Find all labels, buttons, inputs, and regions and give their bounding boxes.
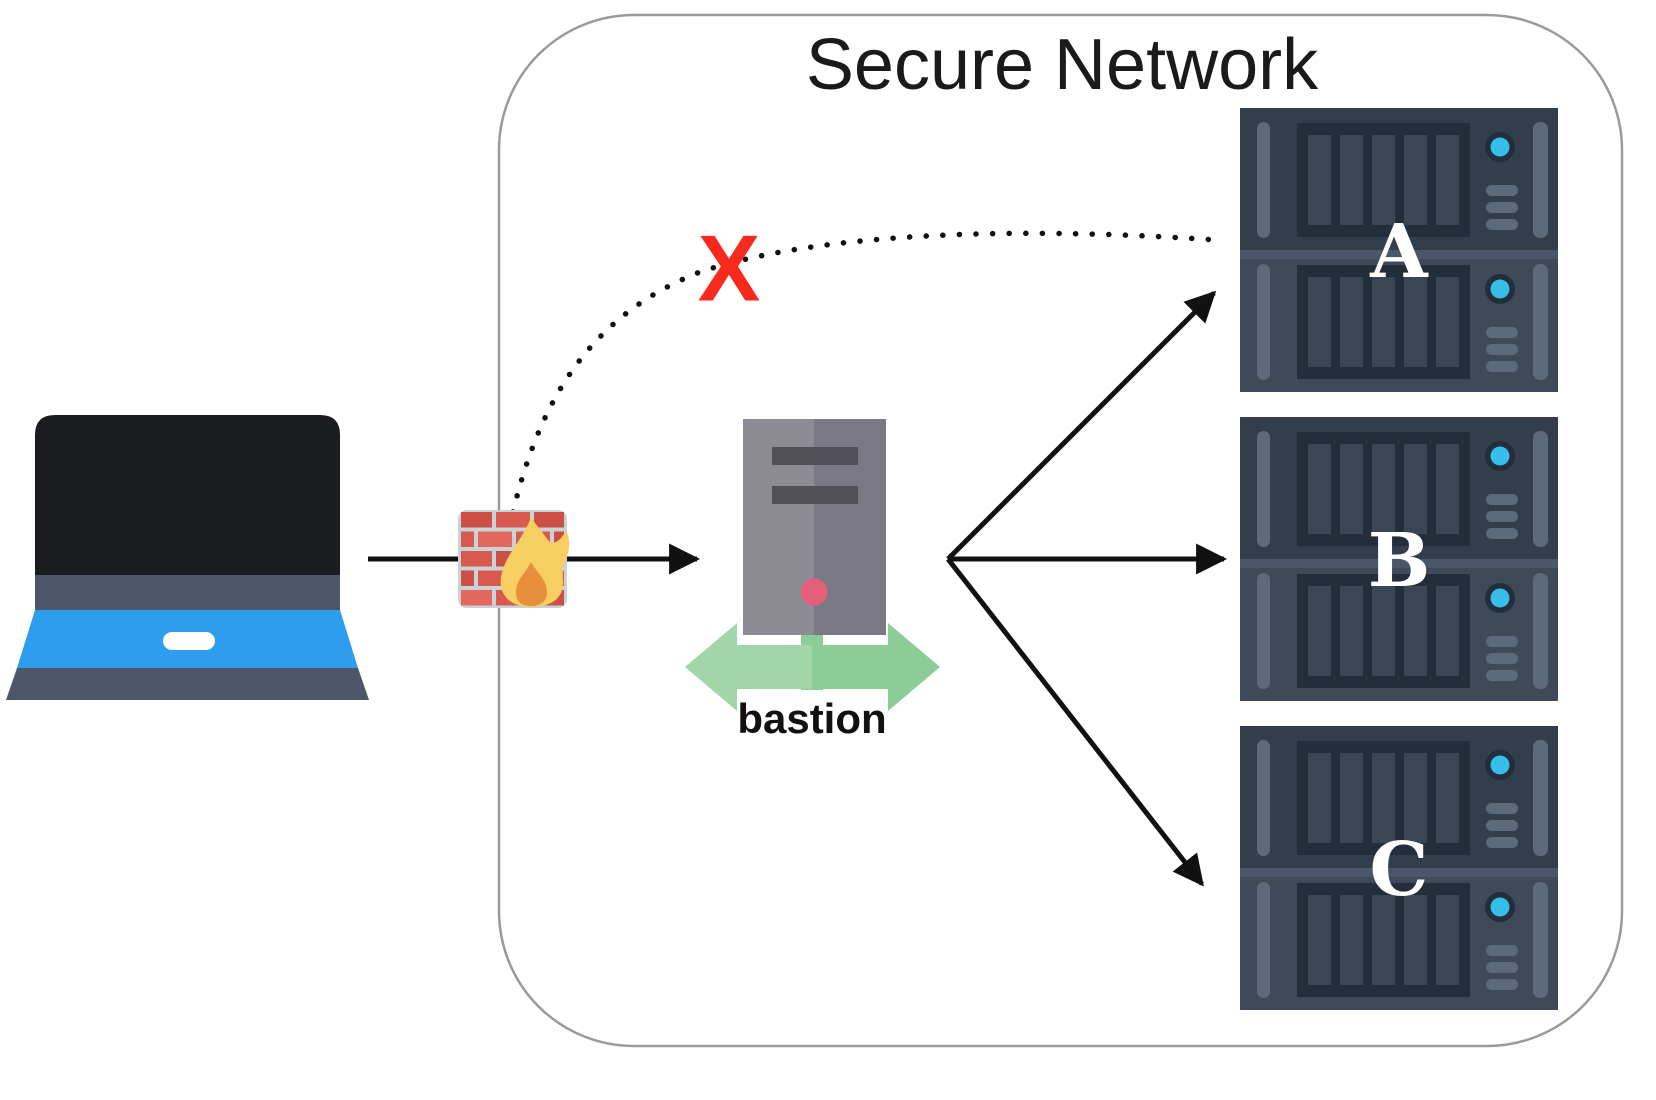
blocked-path-dotted — [510, 230, 1219, 515]
bastion-arrow-left — [685, 623, 812, 711]
flame-inner — [516, 562, 547, 606]
server-c-band — [1240, 868, 1558, 877]
bastion-to-server-arrows — [946, 290, 1228, 887]
bastion-arrow-right — [812, 623, 940, 711]
tower-slot-2 — [772, 486, 858, 504]
server-c: C — [1240, 726, 1558, 1010]
server-a: A — [1240, 108, 1558, 392]
secure-network-title: Secure Network — [806, 25, 1319, 105]
server-a-label: A — [1369, 209, 1429, 295]
laptop-trackpad — [163, 632, 215, 650]
bastion-label: bastion — [737, 695, 886, 742]
bastion-to-server-c-arrow — [946, 557, 1204, 887]
server-b-label: B — [1368, 518, 1431, 604]
laptop-icon — [6, 415, 369, 700]
bastion-to-server-a-arrow — [946, 290, 1217, 561]
tower-power-dot — [800, 578, 828, 606]
firewall-icon — [458, 510, 570, 608]
laptop-hinge — [35, 575, 340, 610]
laptop-screen — [35, 415, 340, 575]
blocked-x-marker: X — [698, 216, 761, 321]
server-b: B — [1240, 417, 1558, 701]
server-b-band — [1240, 559, 1558, 568]
laptop-base — [6, 668, 369, 700]
server-a-band — [1240, 250, 1558, 259]
bastion-node: bastion — [685, 419, 940, 742]
server-c-label: C — [1370, 827, 1429, 913]
server-tower-icon — [743, 419, 886, 635]
tower-slot-1 — [772, 447, 858, 465]
